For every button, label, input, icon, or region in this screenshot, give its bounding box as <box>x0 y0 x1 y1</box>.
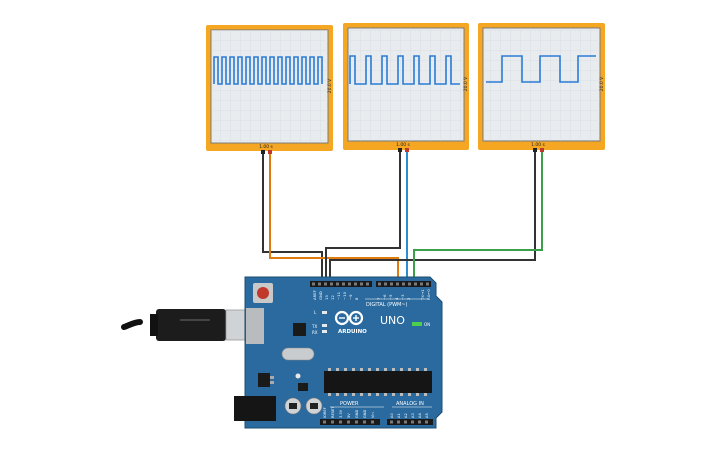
brand-label: ARDUINO <box>338 329 367 335</box>
scope-2-probe-terminal[interactable] <box>405 148 409 152</box>
usb-jack <box>246 308 264 344</box>
analog-header[interactable] <box>387 419 433 425</box>
wire-scope1-signal[interactable] <box>269 152 399 282</box>
pin-label-a2: A2 <box>404 413 408 418</box>
digital-pwm-label: DIGITAL (PWM~) <box>366 302 408 308</box>
pin-label-10: ~10 <box>342 291 347 300</box>
pin-label-11: ~11 <box>336 291 341 300</box>
digital-pin-holes <box>312 282 429 286</box>
atmega-chip <box>324 371 432 393</box>
led-rx <box>322 330 327 333</box>
pin-label-aref: AREF <box>312 290 317 300</box>
pin-label-a0: A0 <box>390 413 394 418</box>
pin-label-9: ~9 <box>348 294 353 300</box>
scope-3-time-label: 1.00 s <box>531 142 545 148</box>
pin-label-2: 2 <box>406 297 411 300</box>
usb-chip <box>293 323 306 336</box>
scope-1-ground-terminal[interactable] <box>261 150 265 154</box>
pin-label-3: ~3 <box>400 294 405 300</box>
voltage-regulator <box>258 373 270 387</box>
scope-3-volt-label: 20.0 V <box>599 76 605 91</box>
pin-label-gnd-2: GND <box>363 410 367 418</box>
scope-1-waveform <box>213 56 323 85</box>
pin-label-8: 8 <box>354 297 359 300</box>
pin-label-5v: 5V <box>347 413 351 418</box>
pin-label-gnd: GND <box>318 291 323 300</box>
led-l-label: L <box>314 310 317 315</box>
on-led <box>412 322 422 326</box>
scope-3-ground-terminal[interactable] <box>533 148 537 152</box>
reset-button[interactable] <box>253 283 273 303</box>
pin-label-6: ~6 <box>382 294 387 300</box>
wire-scope3-ground[interactable] <box>329 152 536 280</box>
dc-power-jack[interactable] <box>234 396 276 421</box>
scope-2-ground-terminal[interactable] <box>398 148 402 152</box>
wire-scope2-ground[interactable] <box>325 152 401 280</box>
scope-1-probe-terminal[interactable] <box>268 150 272 154</box>
pin-label-rx0: RX←0 <box>426 289 431 300</box>
arduino-uno-board[interactable]: AREF GND 13 12 ~11 ~10 ~9 8 7 ~6 ~5 4 ~3… <box>234 276 443 429</box>
analog-in-label: ANALOG IN <box>396 401 424 407</box>
led-l <box>322 311 327 314</box>
scope-3-waveform <box>486 55 596 83</box>
wire-scope3-signal[interactable] <box>413 152 543 282</box>
power-label: POWER <box>340 401 359 407</box>
pin-label-4: 4 <box>394 297 399 300</box>
model-label: UNO <box>380 314 405 327</box>
pin-label-5: ~5 <box>388 294 393 300</box>
scope-2-time-label: 1.00 s <box>396 142 410 148</box>
scope-1-time-label: 1.00 s <box>259 144 273 150</box>
pin-label-gnd-1: GND <box>355 410 359 418</box>
led-tx-label: TX <box>311 324 317 329</box>
scope-3-probe-terminal[interactable] <box>540 148 544 152</box>
pin-label-tx1: TX→1 <box>420 289 425 301</box>
oscilloscope-2[interactable]: 1.00 s 20.0 V <box>343 23 469 152</box>
pin-label-a5: A5 <box>425 413 429 418</box>
arduino-logo <box>334 310 364 326</box>
digital-header-left[interactable] <box>310 281 372 287</box>
led-rx-label: RX <box>312 330 318 335</box>
pin-label-reset: RESET <box>331 406 335 418</box>
crystal <box>281 347 315 361</box>
pin-label-a4: A4 <box>418 413 422 418</box>
scope-2-volt-label: 20.0 V <box>463 76 469 91</box>
on-label: ON <box>424 322 430 327</box>
led-tx <box>322 324 327 327</box>
icsp-header[interactable] <box>298 383 308 391</box>
wire-scope1-ground[interactable] <box>262 152 323 280</box>
usb-cable[interactable] <box>121 309 265 341</box>
pin-label-3v3: 3.3V <box>339 409 343 418</box>
oscilloscope-1[interactable]: 1.00 s 20.0 V <box>206 25 333 154</box>
pin-label-7: 7 <box>376 297 381 300</box>
pin-label-12: 12 <box>330 295 335 300</box>
pin-label-ioref: IOREF <box>323 407 327 418</box>
pin-label-a3: A3 <box>411 413 415 418</box>
pin-label-vin: Vin <box>371 412 375 418</box>
scope-2-waveform <box>349 55 460 85</box>
pin-label-a1: A1 <box>397 413 401 418</box>
oscilloscope-3[interactable]: 1.00 s 20.0 V <box>478 23 605 152</box>
digital-pin-labels: AREF GND 13 12 ~11 ~10 ~9 8 7 ~6 ~5 4 ~3… <box>312 289 431 301</box>
wires <box>262 152 543 282</box>
pin-label-13: 13 <box>324 295 329 300</box>
scope-1-volt-label: 20.0 V <box>327 78 333 93</box>
